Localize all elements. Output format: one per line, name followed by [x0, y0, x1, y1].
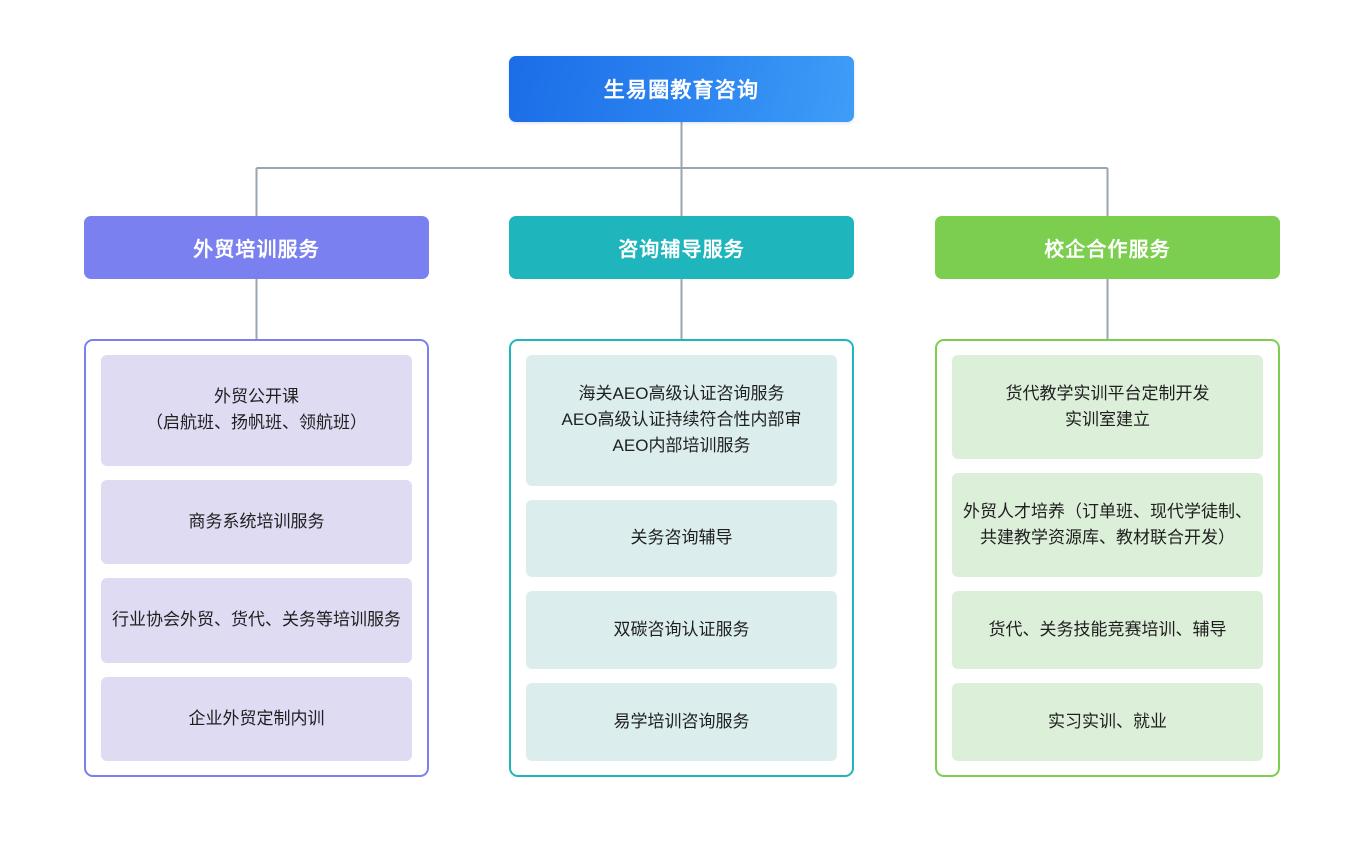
- item-card[interactable]: 实习实训、就业: [952, 683, 1263, 761]
- branch-header-zixun-fudao[interactable]: 咨询辅导服务: [509, 216, 854, 279]
- item-container-zixun-fudao: 海关AEO高级认证咨询服务 AEO高级认证持续符合性内部审 AEO内部培训服务 …: [509, 339, 854, 777]
- branch-header-label: 校企合作服务: [1044, 239, 1171, 261]
- item-card[interactable]: 外贸公开课 （启航班、扬帆班、领航班）: [101, 355, 412, 466]
- item-card-label: 实习实训、就业: [1048, 711, 1167, 731]
- branch-header-waimao-peixun[interactable]: 外贸培训服务: [84, 216, 429, 279]
- item-card-label: 海关AEO高级认证咨询服务 AEO高级认证持续符合性内部审 AEO内部培训服务: [561, 383, 802, 456]
- item-container-xiaoqi-hezuo: 货代教学实训平台定制开发 实训室建立 外贸人才培养（订单班、现代学徒制、共建教学…: [935, 339, 1280, 777]
- item-card-label: 货代、关务技能竞赛培训、辅导: [988, 620, 1227, 640]
- branch-header-label: 咨询辅导服务: [618, 239, 745, 261]
- branch-header-label: 外贸培训服务: [193, 239, 320, 261]
- item-card-label: 货代教学实训平台定制开发 实训室建立: [1005, 383, 1210, 430]
- item-card-label: 商务系统培训服务: [188, 511, 325, 531]
- branch-header-xiaoqi-hezuo[interactable]: 校企合作服务: [935, 216, 1280, 279]
- item-card[interactable]: 易学培训咨询服务: [526, 683, 837, 761]
- item-card-label: 关务咨询辅导: [630, 528, 733, 548]
- item-card[interactable]: 行业协会外贸、货代、关务等培训服务: [101, 578, 412, 663]
- item-card-label: 易学培训咨询服务: [613, 711, 750, 731]
- item-card[interactable]: 商务系统培训服务: [101, 479, 412, 565]
- item-card-label: 企业外贸定制内训: [188, 708, 325, 728]
- item-card[interactable]: 双碳咨询认证服务: [526, 591, 837, 670]
- item-container-waimao-peixun: 外贸公开课 （启航班、扬帆班、领航班） 商务系统培训服务 行业协会外贸、货代、关…: [84, 339, 429, 777]
- item-card[interactable]: 企业外贸定制内训: [101, 676, 412, 762]
- item-card-label: 行业协会外贸、货代、关务等培训服务: [112, 610, 401, 630]
- item-card[interactable]: 外贸人才培养（订单班、现代学徒制、共建教学资源库、教材联合开发）: [952, 473, 1263, 578]
- item-card[interactable]: 货代教学实训平台定制开发 实训室建立: [952, 355, 1263, 460]
- item-card-label: 外贸公开课 （启航班、扬帆班、领航班）: [146, 387, 367, 433]
- item-card-label: 外贸人才培养（订单班、现代学徒制、共建教学资源库、教材联合开发）: [963, 501, 1252, 548]
- item-card-label: 双碳咨询认证服务: [613, 620, 750, 640]
- item-card[interactable]: 货代、关务技能竞赛培训、辅导: [952, 591, 1263, 670]
- root-node-label: 生易圈教育咨询: [603, 79, 760, 102]
- item-card[interactable]: 关务咨询辅导: [526, 499, 837, 578]
- item-card[interactable]: 海关AEO高级认证咨询服务 AEO高级认证持续符合性内部审 AEO内部培训服务: [526, 355, 837, 486]
- root-node[interactable]: 生易圈教育咨询: [509, 56, 854, 122]
